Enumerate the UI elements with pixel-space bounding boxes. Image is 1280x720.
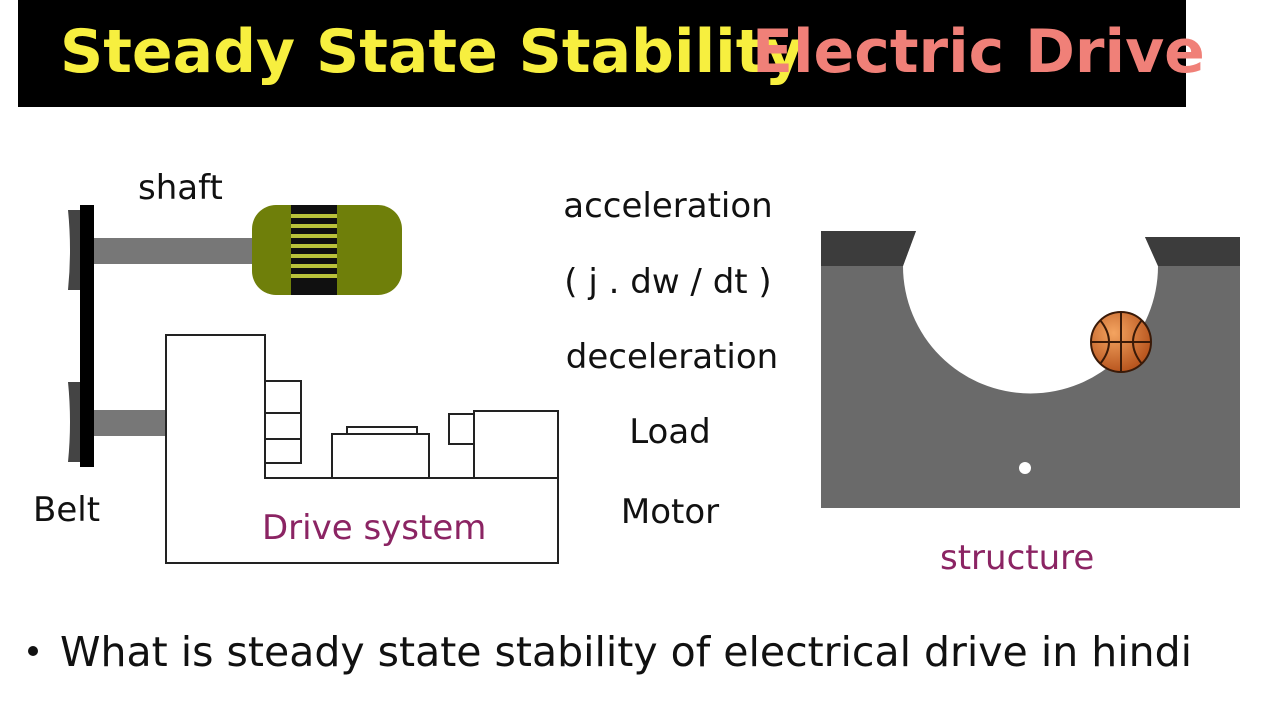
term-acceleration: acceleration bbox=[563, 186, 773, 226]
term-deceleration: deceleration bbox=[565, 337, 779, 377]
motor-winding-stripes bbox=[291, 214, 337, 278]
title-part-1: Steady State Stability bbox=[60, 17, 804, 87]
bullet-icon bbox=[28, 646, 38, 656]
shaft-label: shaft bbox=[138, 168, 223, 208]
bullet-text: What is steady state stability of electr… bbox=[60, 628, 1193, 676]
left-rim bbox=[821, 231, 916, 266]
lower-pulley bbox=[68, 382, 80, 462]
lower-shaft bbox=[94, 410, 166, 436]
title-banner bbox=[18, 0, 1186, 107]
drive-system-label: Drive system bbox=[262, 508, 487, 548]
upper-shaft bbox=[94, 238, 254, 264]
basketball-icon bbox=[1090, 311, 1152, 373]
term-load: Load bbox=[629, 412, 711, 452]
pivot-point bbox=[1019, 462, 1031, 474]
motor-winding bbox=[291, 205, 337, 295]
valley-structure bbox=[821, 231, 1240, 508]
structure-caption: structure bbox=[940, 538, 1095, 578]
term-motor: Motor bbox=[620, 492, 720, 532]
structure-block bbox=[821, 231, 1240, 508]
term-formula: ( j . dw / dt ) bbox=[564, 262, 772, 302]
belt-pulley-assembly bbox=[68, 205, 254, 467]
motor bbox=[252, 205, 402, 295]
upper-pulley bbox=[68, 210, 80, 290]
title-part-2: Electric Drive bbox=[752, 17, 1205, 87]
right-rim bbox=[1145, 237, 1240, 266]
belt-label: Belt bbox=[33, 490, 101, 530]
belt bbox=[80, 205, 94, 467]
drive-system-outline bbox=[165, 334, 559, 564]
bullet-item: What is steady state stability of electr… bbox=[28, 628, 1192, 676]
